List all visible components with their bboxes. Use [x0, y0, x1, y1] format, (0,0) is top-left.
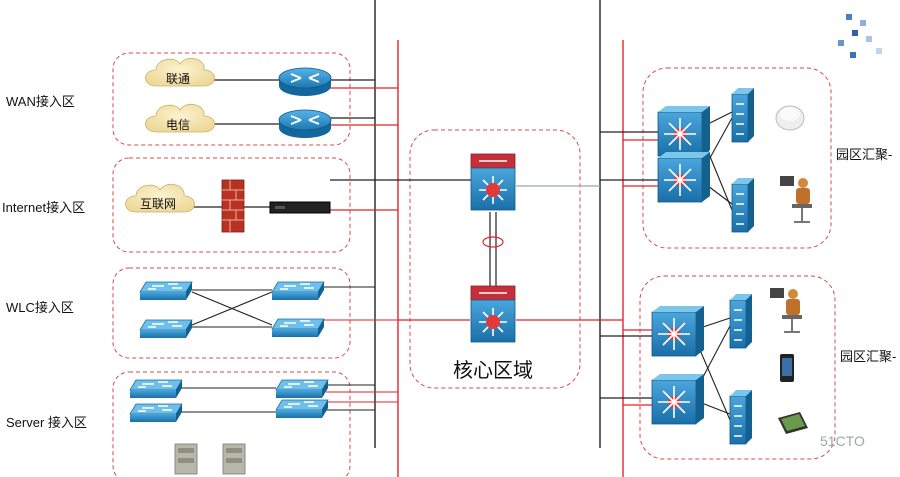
wlc-zone-box — [112, 267, 351, 359]
internet-appliance-icon — [269, 201, 331, 214]
core-zone-label: 核心区域 — [453, 358, 533, 382]
campus1-agg-switch-1-icon — [657, 105, 711, 157]
wan-router-2-icon — [278, 109, 332, 139]
wlc-left-1-icon — [139, 281, 193, 301]
corner-decoration — [838, 14, 882, 58]
internet-zone-box — [112, 157, 351, 253]
server-zone-box — [112, 371, 351, 477]
campus1-agg-switch-2-icon — [657, 151, 711, 203]
server-zone-label: Server 接入区 — [6, 415, 87, 430]
server-switch-1-icon — [129, 379, 183, 399]
internet-zone-label: Internet接入区 — [2, 200, 85, 215]
wan-zone-box — [112, 52, 351, 146]
server-switch-3-icon — [275, 379, 329, 399]
campus2-access-2-icon — [729, 389, 753, 445]
campus-agg1-box — [642, 67, 832, 249]
firewall-icon — [221, 179, 245, 233]
server-1-icon — [174, 443, 198, 475]
server-2-icon — [222, 443, 246, 475]
wlc-zone-label: WLC接入区 — [6, 300, 74, 315]
server-switch-2-icon — [129, 403, 183, 423]
link-aggregation-icon — [482, 236, 504, 248]
wireless-ap-icon — [775, 105, 805, 131]
core-switch-2-icon — [470, 285, 516, 343]
core-switch-1-icon — [470, 153, 516, 211]
wlc-left-2-icon — [139, 319, 193, 339]
campus-agg2-box — [639, 275, 836, 460]
wlc-right-1-icon — [271, 281, 325, 301]
campus2-agg-switch-1-icon — [651, 305, 705, 357]
server-switch-4-icon — [275, 399, 329, 419]
wlc-right-2-icon — [271, 318, 325, 338]
mobile-phone-icon — [780, 354, 794, 382]
user-workstation-1-icon — [780, 176, 812, 223]
campus1-access-2-icon — [731, 177, 755, 233]
campus-agg2-label: 园区汇聚- — [840, 349, 896, 364]
unicom-label: 联通 — [166, 72, 190, 86]
campus2-access-1-icon — [729, 293, 753, 349]
tablet-icon — [778, 412, 808, 434]
user-workstation-2-icon — [770, 288, 802, 333]
campus-agg1-label: 园区汇聚- — [836, 147, 892, 162]
telecom-label: 电信 — [166, 118, 190, 132]
campus2-agg-switch-2-icon — [651, 373, 705, 425]
wan-zone-label: WAN接入区 — [6, 94, 75, 109]
wan-router-1-icon — [278, 67, 332, 97]
watermark-text: 51CTO — [820, 433, 865, 449]
internet-cloud-label: 互联网 — [140, 197, 176, 211]
campus1-access-1-icon — [731, 87, 755, 143]
